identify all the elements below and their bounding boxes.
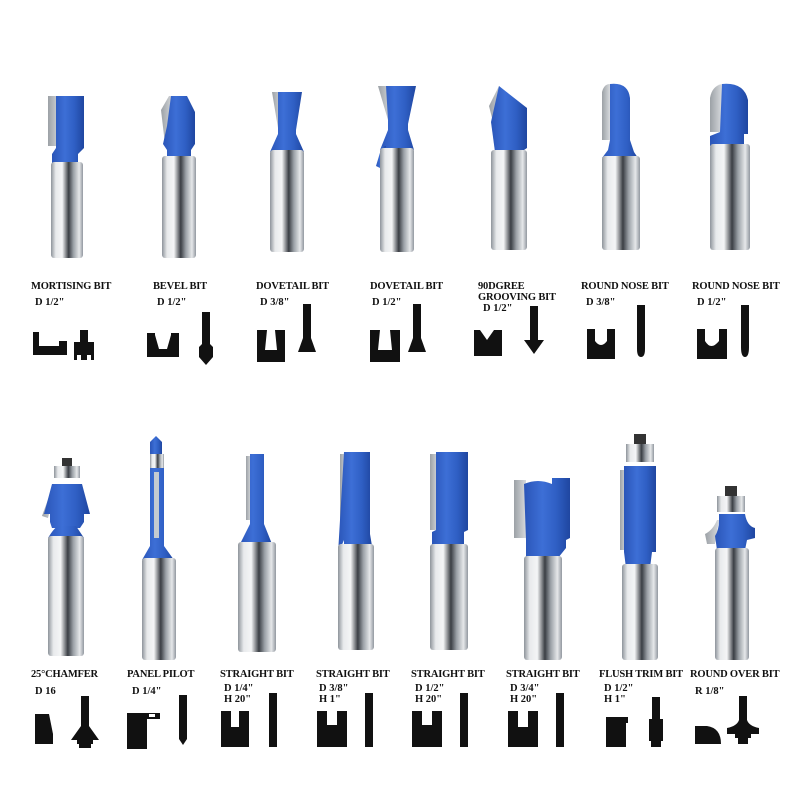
bit-diameter: D 3/8" <box>319 683 349 694</box>
bevel-bit-image <box>161 96 196 258</box>
round-nose-bit-image <box>602 83 640 250</box>
dovetail-bit-image <box>270 92 304 252</box>
straight-bit-image <box>338 452 374 650</box>
bit-height: H 20" <box>415 694 443 705</box>
bit-diameter: D 1/4" <box>132 686 162 697</box>
straight-bit-image <box>514 478 570 660</box>
bit-title: STRAIGHT BIT <box>411 669 485 680</box>
cut-profile-icon <box>257 304 316 362</box>
bit-diameter: D 1/2" <box>604 683 634 694</box>
bit-title: 90DGREE <box>478 281 525 292</box>
cut-profile-icon <box>697 305 749 359</box>
bit-diameter: D 1/2" <box>483 303 513 314</box>
bit-title: PANEL PILOT <box>127 669 195 680</box>
bit-height: H 1" <box>319 694 341 705</box>
cut-profile-icon <box>370 304 426 362</box>
bit-diameter: D 3/4" <box>510 683 540 694</box>
bit-height: H 20" <box>510 694 538 705</box>
bit-diameter: D 1/4" <box>224 683 254 694</box>
straight-bit-image <box>430 452 468 650</box>
bit-height: H 1" <box>604 694 626 705</box>
bit-title: STRAIGHT BIT <box>316 669 390 680</box>
dovetail-bit-image <box>376 86 416 252</box>
bit-diameter: D 1/2" <box>697 297 727 308</box>
cut-profile-icon <box>508 693 564 747</box>
chamfer-bit-image <box>42 458 90 656</box>
bit-title: DOVETAIL BIT <box>256 281 329 292</box>
bit-diameter: D 16 <box>35 686 56 697</box>
bit-title: 25°CHAMFER <box>31 669 98 680</box>
bit-title: ROUND NOSE BIT <box>581 281 669 292</box>
grooving-bit-image <box>489 86 527 250</box>
bit-radius: R 1/8" <box>695 686 725 697</box>
cut-profile-icon <box>695 696 759 744</box>
cut-profile-icon <box>33 330 94 360</box>
bit-diameter: D 1/2" <box>415 683 445 694</box>
bit-title: DOVETAIL BIT <box>370 281 443 292</box>
cut-profile-icon <box>412 693 468 747</box>
cut-profile-icon <box>317 693 373 747</box>
bit-title: FLUSH TRIM BIT <box>599 669 683 680</box>
bit-height: H 20" <box>224 694 252 705</box>
bit-diameter: D 3/8" <box>260 297 290 308</box>
bit-title: STRAIGHT BIT <box>220 669 294 680</box>
bit-diameter: D 1/2" <box>157 297 187 308</box>
bit-title: MORTISING BIT <box>31 281 112 292</box>
bit-title-line2: GROOVING BIT <box>478 292 556 303</box>
straight-bit-image <box>238 454 276 652</box>
cut-profile-icon <box>147 312 213 365</box>
bit-title: ROUND NOSE BIT <box>692 281 780 292</box>
bit-title: STRAIGHT BIT <box>506 669 580 680</box>
cut-profile-icon <box>606 697 663 747</box>
panel-pilot-bit-image <box>142 436 176 660</box>
bit-diameter: D 3/8" <box>586 297 616 308</box>
bit-title: ROUND OVER BIT <box>690 669 780 680</box>
round-nose-bit-image <box>710 83 750 250</box>
bit-title: BEVEL BIT <box>153 281 207 292</box>
cut-profile-icon <box>127 695 187 749</box>
bit-diameter: D 1/2" <box>372 297 402 308</box>
round-over-bit-image <box>705 486 755 660</box>
cut-profile-icon <box>221 693 277 747</box>
cut-profile-icon <box>474 306 544 356</box>
mortising-bit-image <box>48 96 84 258</box>
bit-diameter: D 1/2" <box>35 297 65 308</box>
flush-trim-bit-image <box>620 434 658 660</box>
cut-profile-icon <box>35 696 99 748</box>
cut-profile-icon <box>587 305 645 359</box>
